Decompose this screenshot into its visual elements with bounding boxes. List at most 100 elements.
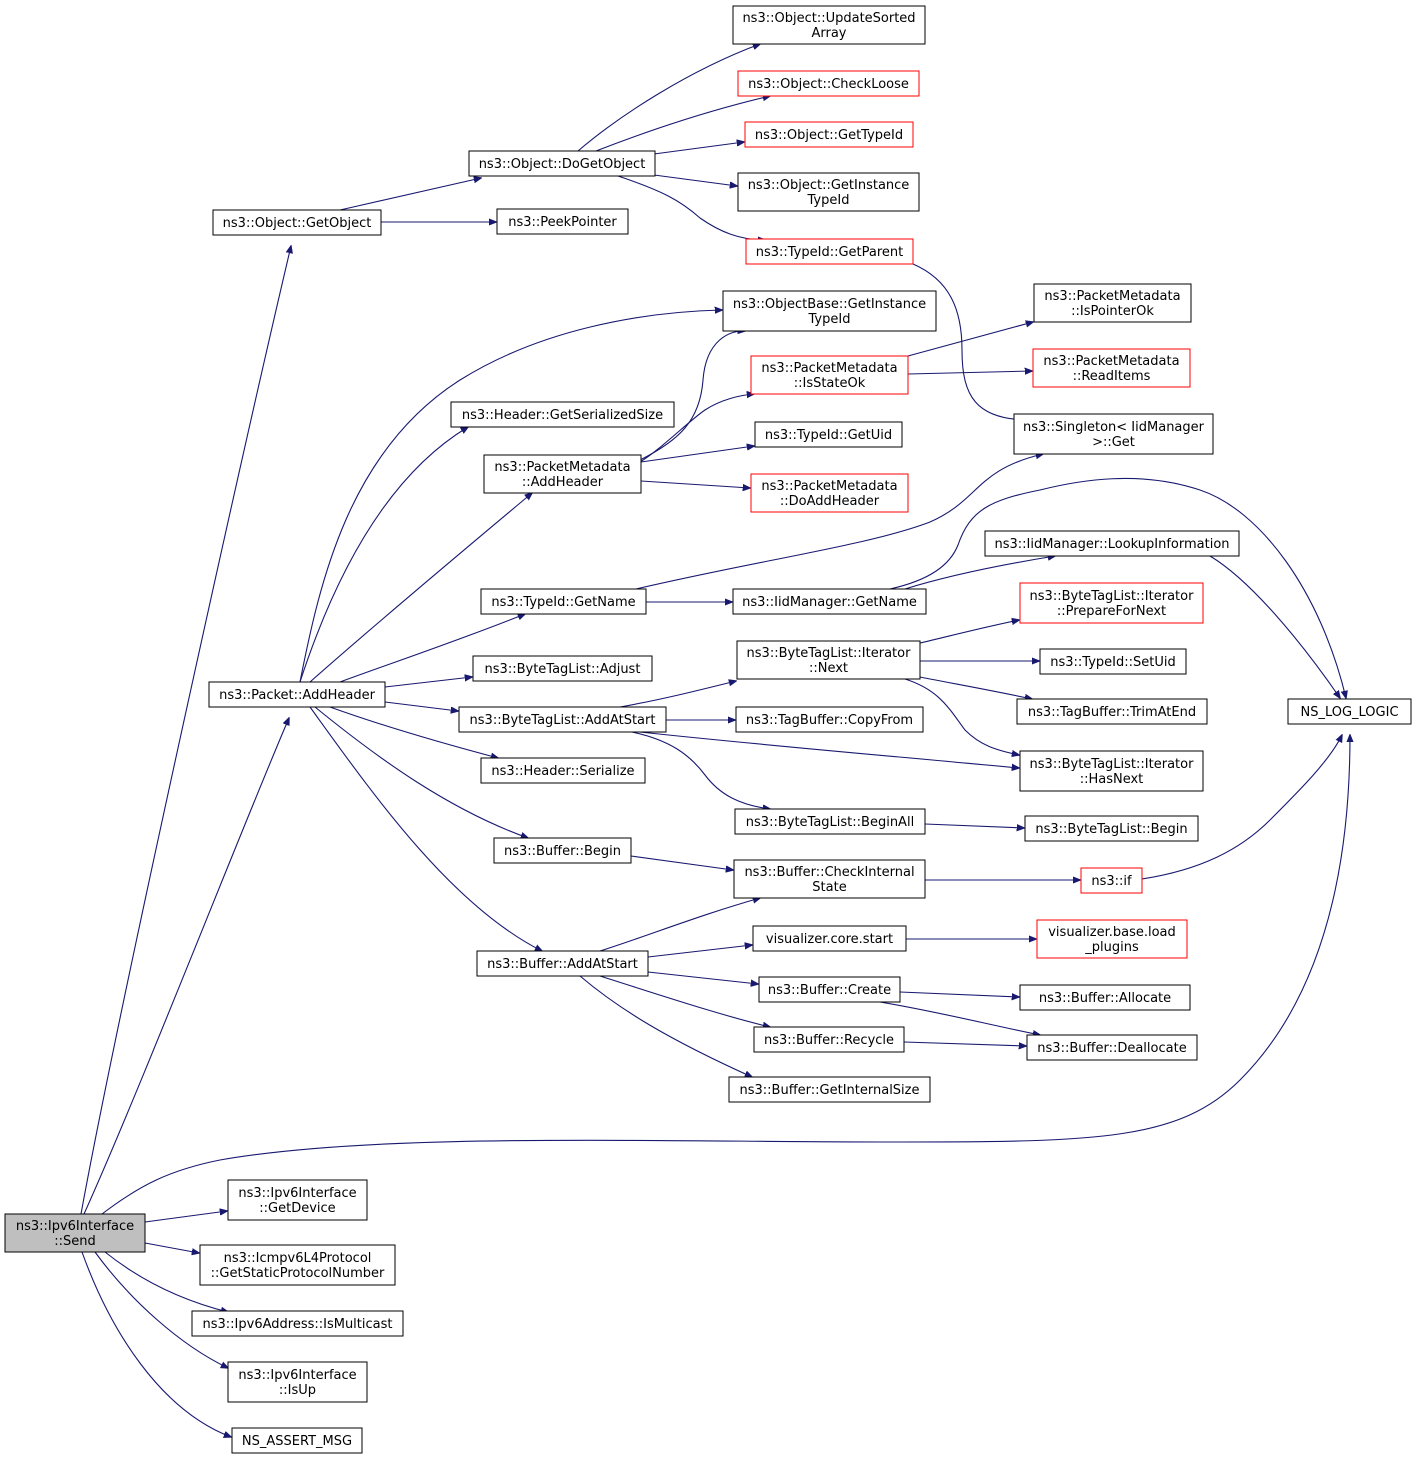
function-node[interactable]: ns3::Buffer::Allocate: [1019, 984, 1191, 1011]
function-node[interactable]: ns3::TagBuffer::TrimAtEnd: [1016, 698, 1208, 725]
call-edge-n39-n37: [647, 945, 752, 958]
function-node[interactable]: ns3::if: [1080, 867, 1143, 894]
function-node[interactable]: ns3::Buffer::GetInternalSize: [728, 1076, 931, 1103]
node-label: NS_ASSERT_MSG: [242, 1434, 352, 1449]
call-edge-n22-n27: [919, 676, 1032, 699]
node-label: ns3::Buffer::GetInternalSize: [740, 1083, 920, 1098]
function-node[interactable]: ns3::TypeId::GetName: [480, 588, 647, 615]
function-node[interactable]: ns3::TagBuffer::CopyFrom: [735, 706, 924, 733]
function-node[interactable]: ns3::TypeId::SetUid: [1039, 648, 1187, 675]
node-label: >::Get: [1092, 435, 1135, 450]
node-label: ns3::Object::GetObject: [223, 216, 372, 231]
node-label: ::AddHeader: [522, 475, 604, 490]
function-node[interactable]: ns3::Ipv6Interface::GetDevice: [227, 1179, 368, 1221]
function-node[interactable]: ns3::ByteTagList::Iterator::HasNext: [1019, 750, 1204, 792]
function-node[interactable]: visualizer.core.start: [752, 925, 907, 952]
node-label: ns3::Buffer::Begin: [504, 844, 621, 859]
node-box: [227, 1361, 368, 1403]
function-node[interactable]: ns3::TypeId::GetUid: [754, 421, 903, 448]
node-box: [212, 209, 382, 236]
call-edge-n15-n16: [640, 446, 754, 463]
function-node[interactable]: ns3::Buffer::Recycle: [753, 1026, 905, 1053]
node-box: [496, 208, 629, 235]
node-box: [1026, 1034, 1198, 1061]
node-label: visualizer.core.start: [766, 932, 893, 947]
node-box: [493, 837, 632, 864]
function-node[interactable]: ns3::ByteTagList::AddAtStart: [458, 706, 667, 733]
function-node[interactable]: ns3::TypeId::GetParent: [745, 238, 914, 265]
function-node[interactable]: ns3::ByteTagList::BeginAll: [734, 808, 926, 835]
edges-layer: [80, 44, 1350, 1437]
node-label: ns3::PacketMetadata: [1043, 354, 1179, 369]
node-label: ::GetStaticProtocolNumber: [211, 1266, 385, 1281]
node-label: ns3::PacketMetadata: [761, 361, 897, 376]
function-node[interactable]: ns3::Buffer::Create: [758, 976, 901, 1003]
node-label: ns3::ByteTagList::Iterator: [747, 646, 912, 661]
function-node[interactable]: ns3::Object::DoGetObject: [468, 150, 656, 177]
call-edge-n28-n32: [631, 731, 770, 809]
function-node[interactable]: ns3::Icmpv6L4Protocol::GetStaticProtocol…: [199, 1244, 396, 1286]
function-node[interactable]: ns3::Packet::AddHeader: [208, 681, 386, 708]
node-box: [1019, 750, 1204, 792]
function-node[interactable]: ns3::ByteTagList::Begin: [1024, 815, 1199, 842]
node-box: [732, 588, 927, 615]
function-node[interactable]: ns3::Buffer::Deallocate: [1026, 1034, 1198, 1061]
node-label: ns3::PacketMetadata: [1044, 289, 1180, 304]
node-box: [758, 976, 901, 1003]
function-node[interactable]: ns3::Ipv6Interface::IsUp: [227, 1361, 368, 1403]
function-node[interactable]: ns3::ByteTagList::Adjust: [472, 655, 653, 682]
function-node[interactable]: ns3::PeekPointer: [496, 208, 629, 235]
call-edge-n18-n26: [1209, 555, 1340, 698]
node-label: ns3::ByteTagList::BeginAll: [746, 815, 914, 830]
function-node[interactable]: ns3::Singleton< IidManager >::Get: [1013, 413, 1214, 455]
node-box: [468, 150, 656, 177]
node-label: ns3::Object::DoGetObject: [479, 157, 646, 172]
function-node[interactable]: ns3::Object::GetTypeId: [744, 121, 914, 148]
node-label: ns3::Object::GetInstance: [748, 178, 910, 193]
node-box: [4, 1213, 146, 1253]
call-edge-n25-n9: [299, 310, 722, 683]
function-node[interactable]: ns3::PacketMetadata::ReadItems: [1032, 348, 1191, 388]
call-edge-n0-n25: [83, 718, 289, 1215]
node-box: [199, 1244, 396, 1286]
node-box: [734, 808, 926, 835]
function-node[interactable]: ns3::PacketMetadata::DoAddHeader: [750, 473, 909, 513]
node-box: [750, 473, 909, 513]
node-label: ::Send: [54, 1234, 96, 1249]
node-label: ::Next: [809, 661, 848, 676]
node-label: ns3::Buffer::Recycle: [764, 1033, 894, 1048]
function-node[interactable]: ns3::IidManager::LookupInformation: [984, 530, 1240, 557]
function-node[interactable]: ns3::PacketMetadata::AddHeader: [483, 454, 642, 494]
node-label: ns3::Ipv6Interface: [238, 1186, 356, 1201]
node-label: ns3::Buffer::Create: [768, 983, 891, 998]
call-edge-n25-n28: [384, 701, 458, 711]
function-node[interactable]: ns3::IidManager::GetName: [732, 588, 927, 615]
function-node[interactable]: ns3::Object::CheckLoose: [737, 70, 920, 97]
node-label: ::IsStateOk: [794, 376, 866, 391]
function-node[interactable]: visualizer.base.load_plugins: [1036, 919, 1188, 959]
call-edge-n7-n14: [912, 263, 1030, 420]
call-edge-n25-n15: [309, 493, 532, 683]
function-node[interactable]: ns3::Header::GetSerializedSize: [450, 401, 675, 428]
function-node[interactable]: NS_LOG_LOGIC: [1287, 698, 1412, 725]
function-node[interactable]: ns3::ByteTagList::Iterator::PrepareForNe…: [1019, 582, 1204, 624]
function-node[interactable]: ns3::PacketMetadata::IsPointerOk: [1033, 283, 1192, 323]
function-node[interactable]: ns3::Buffer::AddAtStart: [476, 950, 649, 977]
function-node[interactable]: ns3::Header::Serialize: [480, 757, 646, 784]
function-node[interactable]: ns3::Object::GetObject: [212, 209, 382, 236]
function-node[interactable]: ns3::ByteTagList::Iterator::Next: [736, 640, 921, 680]
function-node[interactable]: ns3::Buffer::Begin: [493, 837, 632, 864]
function-node[interactable]: ns3::Ipv6Address::IsMulticast: [191, 1310, 404, 1337]
node-box: [745, 238, 914, 265]
node-box: [480, 588, 647, 615]
function-node[interactable]: ns3::PacketMetadata::IsStateOk: [750, 355, 909, 395]
call-edge-n34-n35: [630, 855, 733, 870]
node-label: ns3::Buffer::AddAtStart: [487, 957, 638, 972]
node-box: [480, 757, 646, 784]
function-node[interactable]: NS_ASSERT_MSG: [231, 1427, 363, 1454]
node-label: ns3::Object::CheckLoose: [748, 77, 909, 92]
